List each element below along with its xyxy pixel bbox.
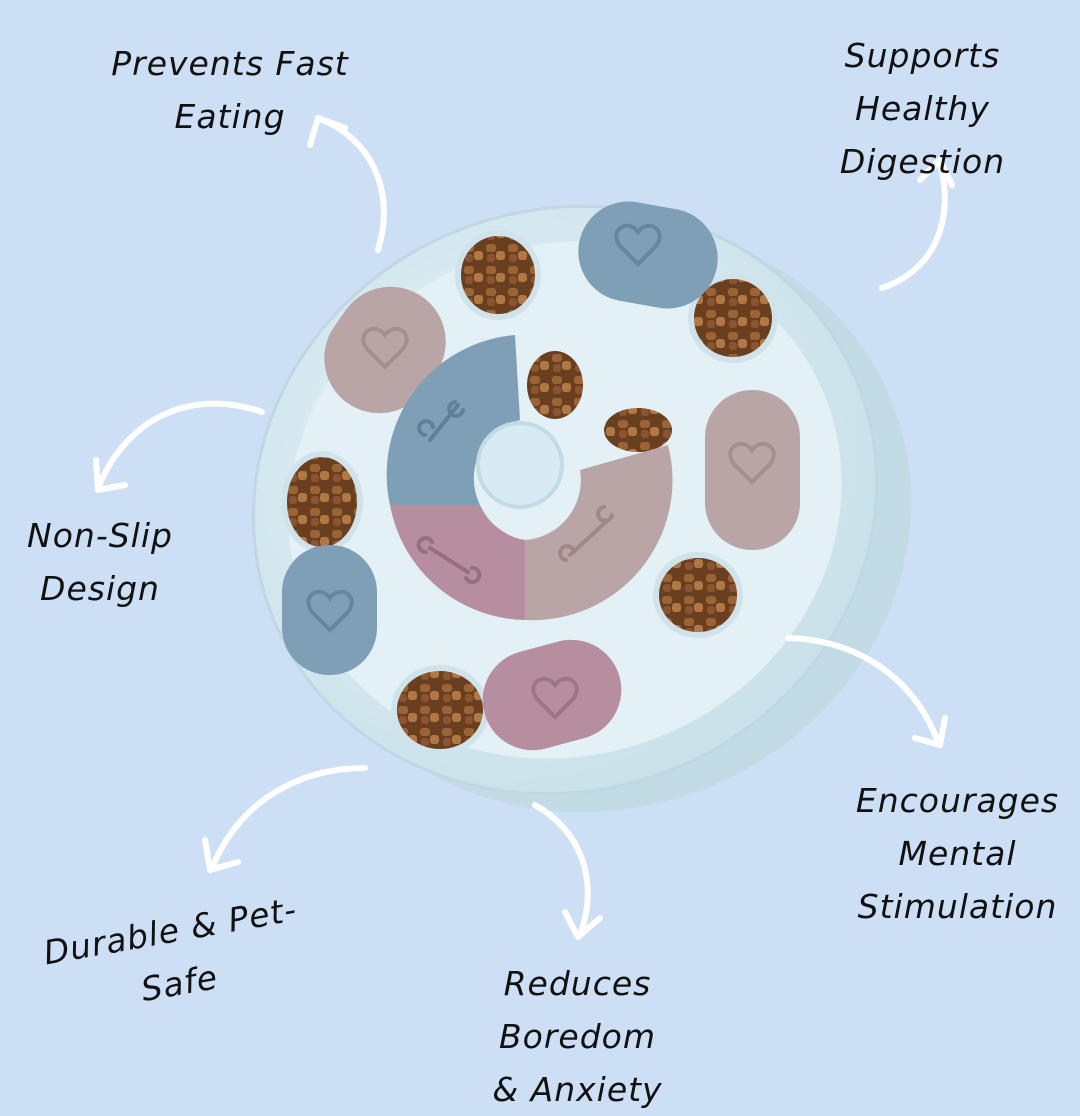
segment-mauve	[390, 505, 525, 620]
segment-pink	[525, 445, 673, 621]
kibble-well	[527, 351, 583, 419]
arrow-non-slip	[93, 400, 265, 493]
bone-icon	[558, 505, 614, 562]
tab-blue-left	[282, 545, 377, 675]
kibble-well	[455, 230, 541, 320]
bone-icon	[417, 400, 465, 442]
segment-blue	[386, 335, 520, 505]
kibble-wells	[281, 230, 778, 755]
feature-line: Non-Slip	[27, 516, 173, 555]
inner-ring	[386, 335, 673, 621]
kibble-well	[391, 665, 489, 755]
feature-line: Eating	[174, 96, 286, 136]
feature-mental-stimulation: Encourages Mental Stimulation	[855, 775, 1060, 933]
bone-icon	[416, 536, 482, 584]
infographic: Prevents Fast Eating Supports Healthy Di…	[25, 30, 1065, 1109]
feature-line: Encourages	[855, 781, 1060, 820]
arrow-supports-digestion	[879, 157, 955, 291]
feature-line: Prevents Fast	[111, 44, 349, 83]
heart-icon	[361, 327, 409, 370]
center-knob	[476, 421, 564, 509]
kibble-well	[281, 451, 363, 553]
arrow-prevents-fast-eating	[307, 115, 387, 253]
puzzle-feeder-illustration	[93, 115, 955, 940]
feature-line: Supports Healthy	[844, 36, 1001, 128]
feature-line: Design	[40, 568, 160, 608]
kibble-well	[688, 273, 778, 363]
feature-prevents-fast-eating: Prevents Fast Eating	[110, 38, 350, 144]
heart-icon	[531, 677, 579, 720]
feature-non-slip: Non-Slip Design	[25, 510, 175, 616]
feature-boredom: Reduces Boredom & Anxiety	[455, 958, 700, 1116]
heart-icons	[306, 224, 776, 720]
tab-pink-top-left	[324, 286, 446, 414]
heart-icon	[728, 442, 776, 485]
tab-mauve-bottom	[482, 639, 622, 751]
feature-line: Stimulation	[857, 886, 1058, 926]
arrows	[93, 115, 955, 940]
heart-icon	[614, 224, 662, 267]
feature-line: & Anxiety	[492, 1069, 663, 1109]
feature-line: Reduces Boredom	[499, 964, 656, 1056]
tab-pink-right	[705, 390, 800, 550]
feature-line: Digestion	[839, 141, 1006, 181]
bone-icons	[416, 400, 614, 584]
arrow-mental-stimulation	[785, 635, 948, 748]
arrow-durable	[202, 765, 368, 873]
heart-icon	[306, 590, 354, 633]
feature-line: Mental	[898, 833, 1017, 873]
feature-supports-digestion: Supports Healthy Digestion	[780, 30, 1065, 188]
arrow-boredom	[532, 802, 603, 940]
kibble-well	[653, 552, 743, 638]
kibble-well	[604, 408, 672, 452]
